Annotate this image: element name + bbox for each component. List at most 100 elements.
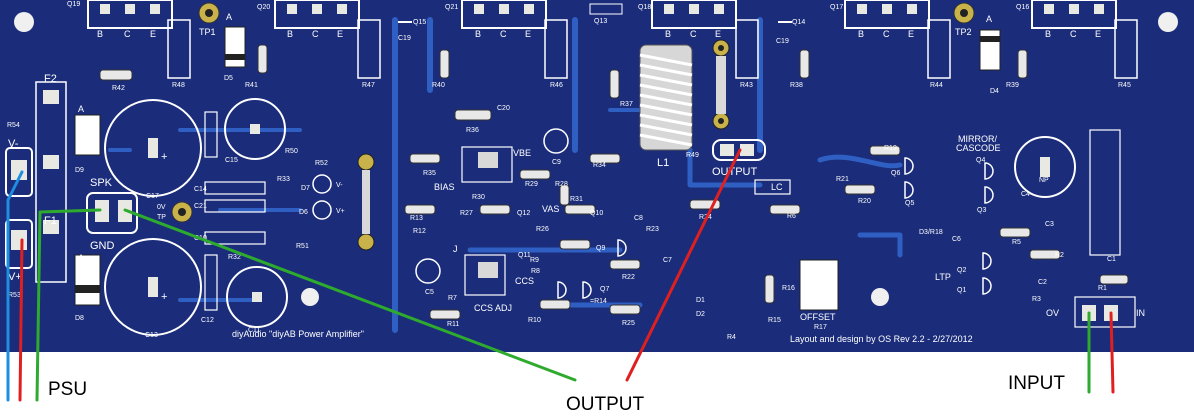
ref-designator: R28: [555, 181, 568, 188]
output-inductor: L1: [639, 44, 693, 169]
ref-designator: C1: [1107, 256, 1116, 263]
test-point-label: 0V: [157, 204, 166, 211]
ref-designator: R45: [1118, 82, 1131, 89]
board-title: diyAudio "diyAB Power Amplifier": [232, 329, 364, 339]
trimmer-pot: [478, 152, 498, 168]
ref-designator: C19: [398, 35, 411, 42]
psu-wire-green: [35, 208, 102, 402]
ref-designator: R16: [782, 285, 795, 292]
bce-label: E: [337, 29, 343, 39]
ref-designator: C15: [225, 157, 238, 164]
bce-label: C: [883, 29, 890, 39]
ref-designator: R40: [432, 82, 445, 89]
ref-designator: R20: [858, 198, 871, 205]
bias-section: [461, 129, 1136, 328]
psu-callout: PSU: [48, 379, 87, 400]
ref-designator: R27: [460, 210, 473, 217]
ref-designator: Q11: [518, 252, 531, 259]
ref-designator: R46: [550, 82, 563, 89]
fuse-label: F2: [44, 73, 57, 85]
mounting-hole: [301, 288, 319, 306]
ref-designator: Q9: [596, 245, 605, 252]
ref-designator: R10: [528, 317, 541, 324]
ov-label: OV: [1046, 308, 1059, 318]
anode-label: A: [78, 253, 84, 263]
ref-designator: Q14: [792, 19, 805, 26]
ref-designator: C6: [952, 236, 961, 243]
emitter-resistors: [167, 19, 1138, 79]
output-wire-green: [123, 208, 577, 382]
ref-designator: R54: [7, 122, 20, 129]
psu-wire-red: [18, 238, 24, 402]
ref-designator: R12: [413, 228, 426, 235]
ref-designator: R22: [622, 274, 635, 281]
bce-label: E: [1095, 29, 1101, 39]
ref-designator: R36: [466, 127, 479, 134]
bce-label: E: [715, 29, 721, 39]
ref-designator: D2: [696, 311, 705, 318]
ref-designator: Q15: [413, 19, 426, 26]
lc-label: LC: [771, 182, 783, 192]
ref-designator: R35: [423, 170, 436, 177]
fuse-label: F1: [44, 215, 57, 227]
ref-designator: Q7: [600, 286, 609, 293]
ccs-label: CCS: [515, 276, 534, 286]
ref-designator: Q6: [891, 170, 900, 177]
output-wire-red: [625, 148, 742, 382]
ref-designator: R26: [536, 226, 549, 233]
ref-designator: R51: [296, 243, 309, 250]
mounting-hole: [1158, 12, 1178, 32]
ref-designator: Q20: [257, 4, 270, 11]
ref-designator: Q4: [976, 157, 985, 164]
ref-designator: R29: [525, 181, 538, 188]
mid-resistors: [404, 145, 1129, 320]
ref-designator: R52: [315, 160, 328, 167]
bce-label: E: [908, 29, 914, 39]
test-point-label: TP2: [955, 27, 972, 37]
bce-label: C: [690, 29, 697, 39]
rail-label: V+: [336, 208, 345, 215]
ref-designator: C2: [1038, 279, 1047, 286]
ref-designator: R11: [447, 321, 459, 328]
mirror-label: MIRROR/: [958, 134, 997, 144]
ref-designator: R49: [686, 152, 699, 159]
ref-designator: Q19: [67, 1, 80, 8]
ref-designator: R2: [1055, 252, 1064, 259]
ref-designator: R44: [930, 82, 943, 89]
vas-label: VAS: [542, 204, 559, 214]
gnd-label: GND: [90, 240, 115, 252]
rail-label: V+: [8, 271, 22, 283]
ref-designator: R19: [884, 145, 897, 152]
ref-designator: C13: [145, 332, 158, 339]
jumper-post: [357, 233, 375, 251]
test-point-label: TP: [157, 214, 166, 221]
test-point-label: TP1: [199, 27, 216, 37]
ref-designator: Q3: [977, 207, 986, 214]
ref-designator: D8: [75, 315, 84, 322]
ref-designator: R48: [172, 82, 185, 89]
ref-designator: C4: [1021, 191, 1030, 198]
ref-designator: R13: [410, 215, 423, 222]
ref-designator: R3: [1032, 296, 1041, 303]
bias-components-top: [398, 3, 792, 23]
ref-designator: Q12: [517, 210, 530, 217]
filter-capacitors: + +: [104, 98, 1076, 336]
output-pad-label: OUTPUT: [712, 166, 758, 178]
small-transistors: [557, 157, 994, 299]
polarity-mark: +: [161, 291, 167, 303]
ref-designator: R30: [472, 194, 485, 201]
bce-label: B: [858, 29, 864, 39]
bce-label: C: [500, 29, 507, 39]
wire-overlays: [6, 148, 1115, 402]
mounting-hole: [14, 12, 34, 32]
ref-designator: R4: [727, 334, 736, 341]
ref-designator: Q1: [957, 287, 966, 294]
ref-designator: C12: [201, 317, 214, 324]
ref-designator: Q13: [594, 18, 607, 25]
film-capacitors: [204, 111, 266, 311]
psu-connector: [5, 81, 101, 306]
bce-label: C: [124, 29, 131, 39]
ref-designator: Q18: [638, 4, 651, 11]
ref-designator: R38: [790, 82, 803, 89]
